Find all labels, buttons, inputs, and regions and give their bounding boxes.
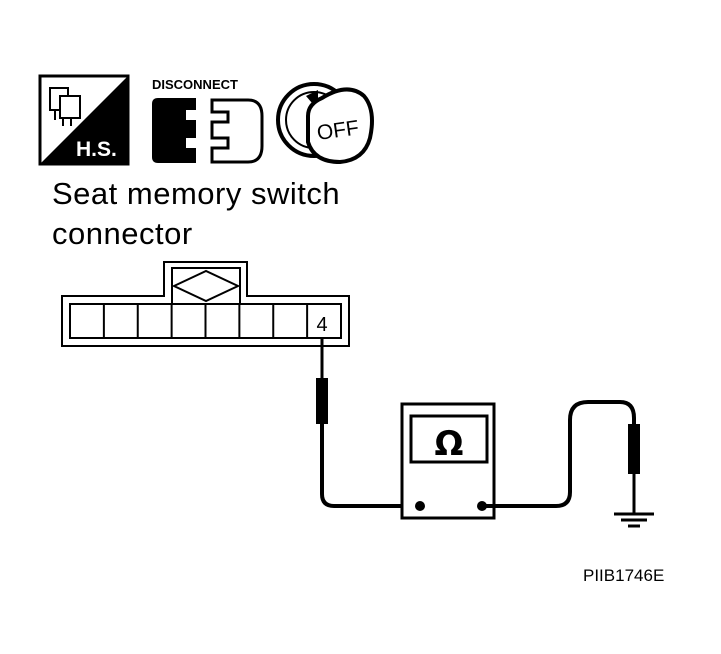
meter-lead-ground: [482, 400, 640, 514]
ignition-key-off-icon: OFF: [276, 82, 374, 165]
harness-side-icon: H.S.: [38, 74, 130, 166]
connector-cavities: [102, 304, 309, 338]
terminal-4-label: 4: [316, 314, 327, 336]
seat-memory-switch-connector: 4: [61, 261, 350, 347]
harness-side-label: H.S.: [76, 138, 117, 161]
ground-icon: [614, 512, 654, 528]
figure-code: PIIB1746E: [583, 566, 665, 585]
disconnect-connector-icon: DISCONNECT: [152, 77, 264, 164]
caption-line-1: Seat memory switch: [52, 176, 341, 211]
caption-line-2: connector: [52, 216, 193, 251]
disconnect-label: DISCONNECT: [152, 77, 238, 92]
meter-terminal-left: [415, 501, 425, 511]
ohmmeter-icon: Ω: [400, 402, 496, 520]
ohm-symbol: Ω: [435, 424, 464, 464]
meter-lead-positive: [316, 338, 420, 508]
connector-caption: Seat memory switch connector: [52, 174, 340, 254]
